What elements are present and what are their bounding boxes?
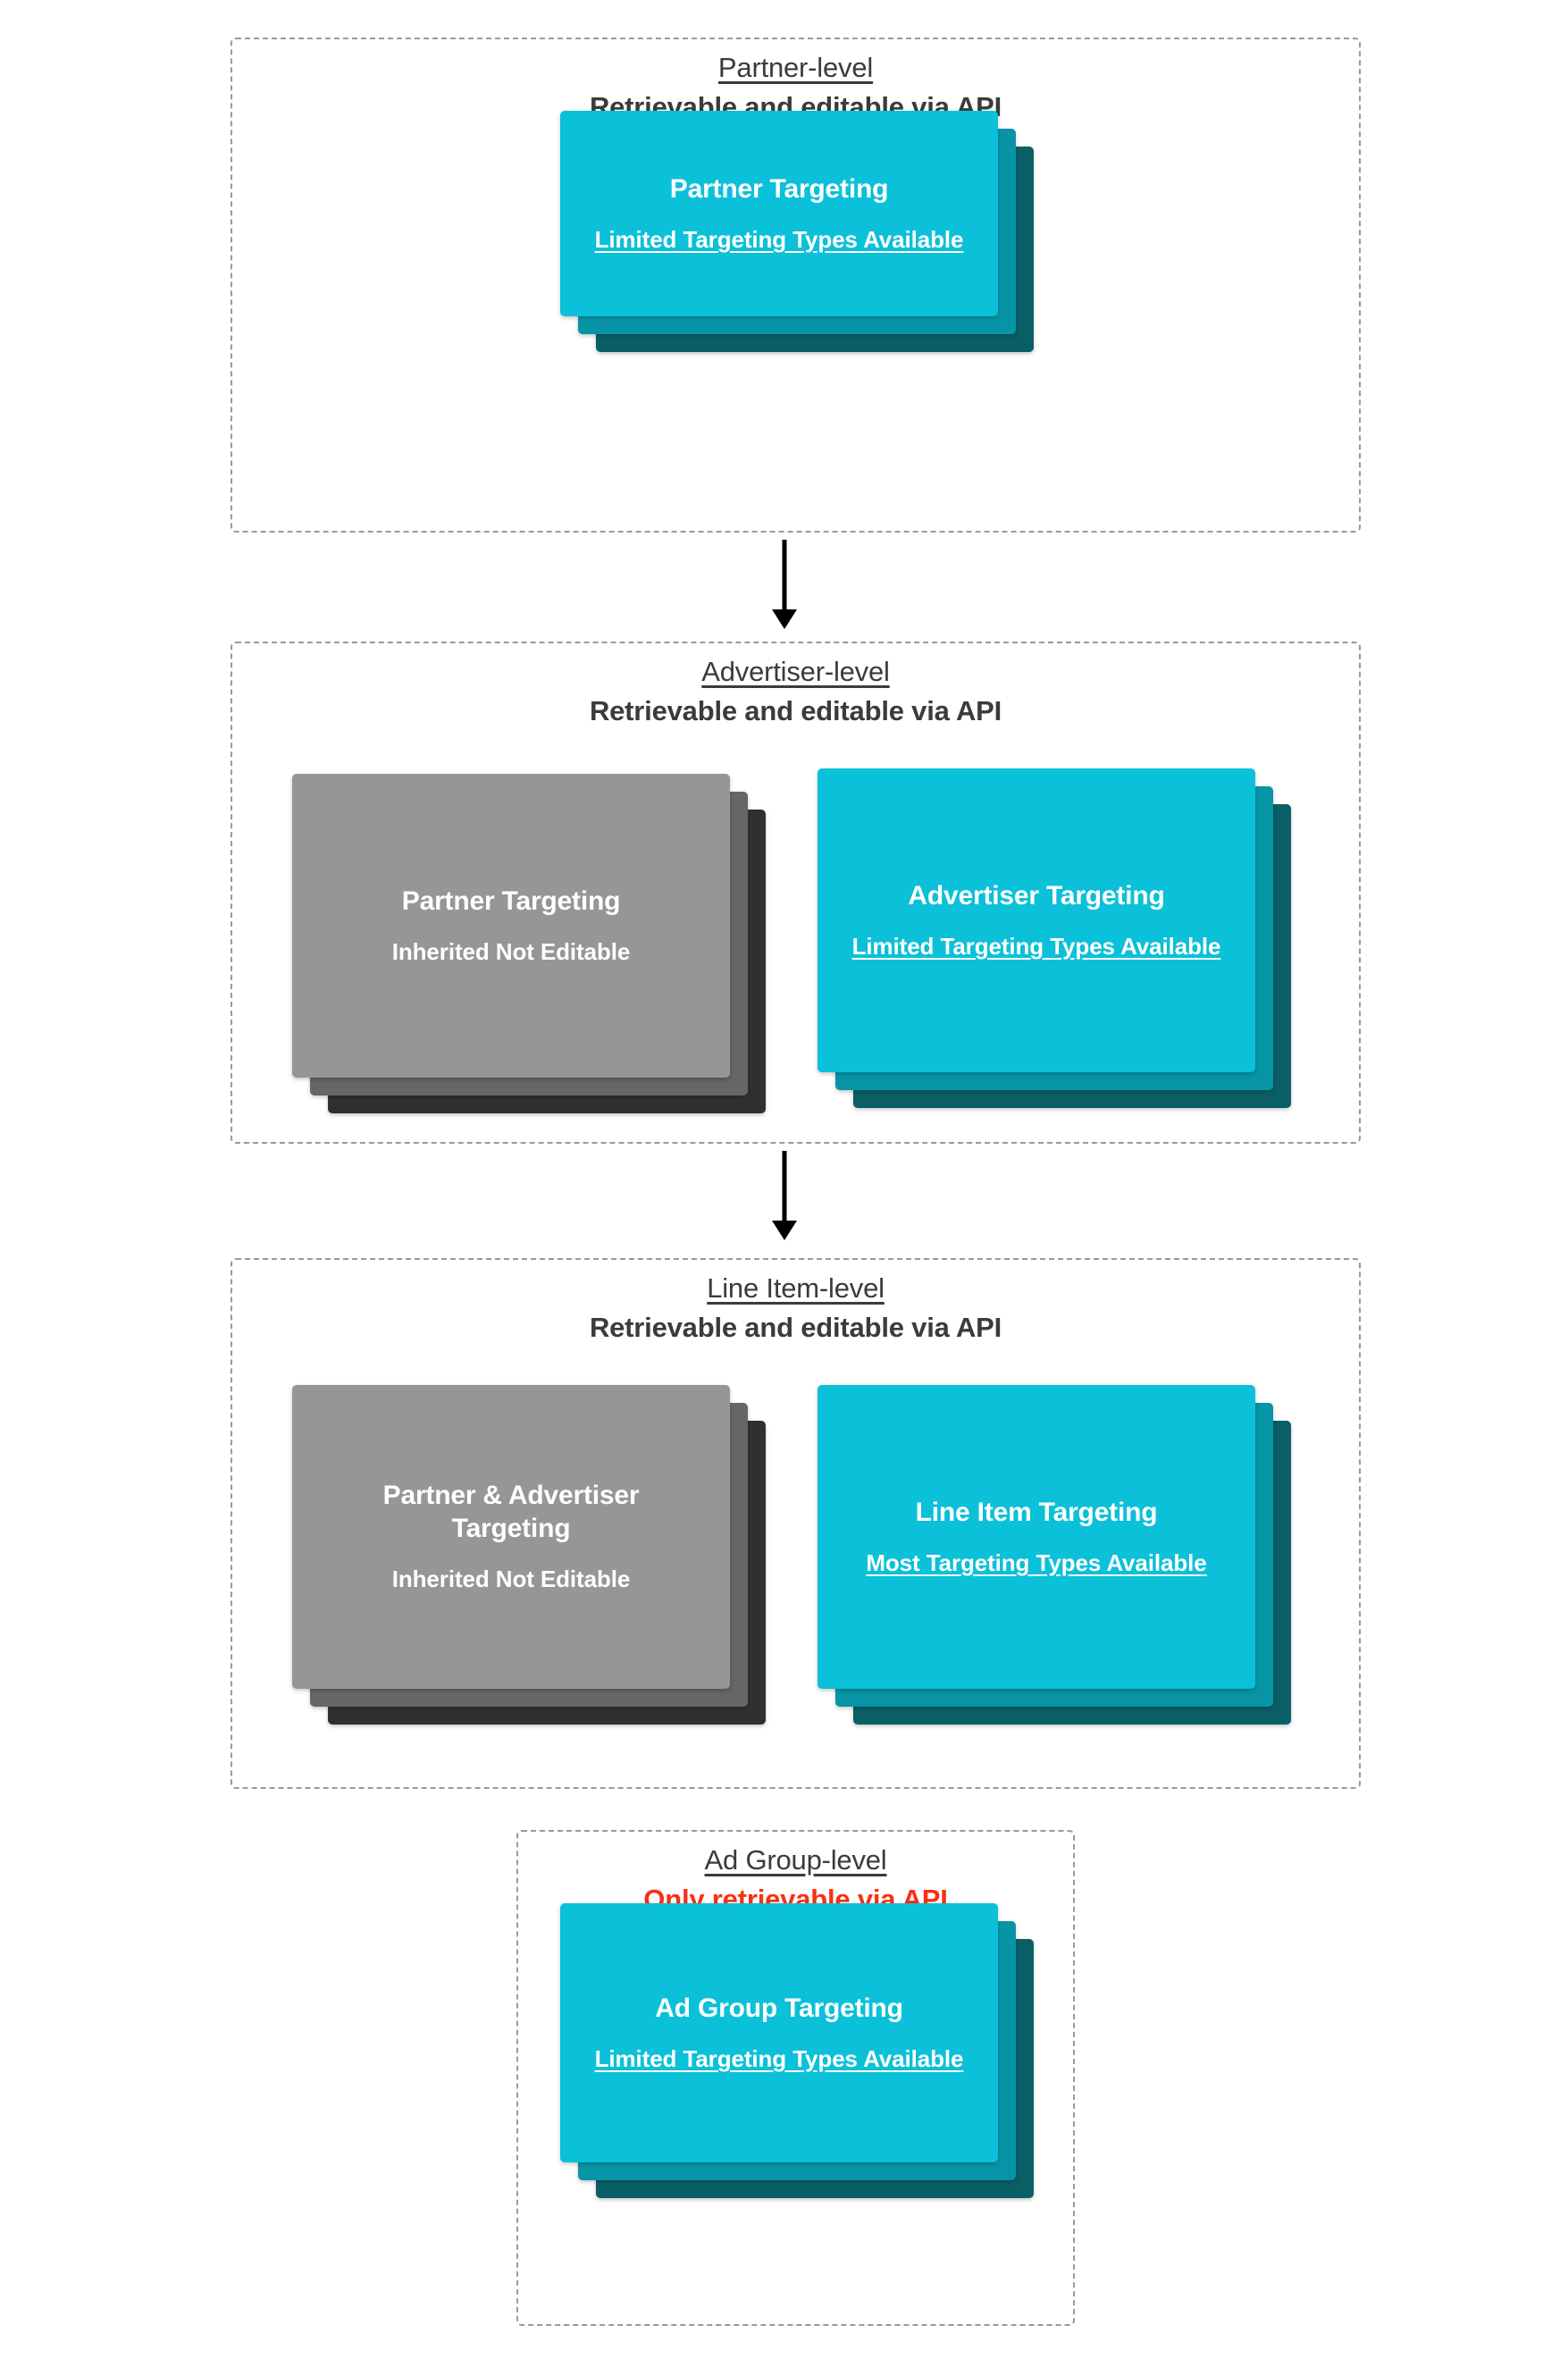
connector-arrowhead	[772, 1221, 797, 1240]
card-subtitle: Limited Targeting Types Available	[594, 2045, 964, 2073]
card-title: Line Item Targeting	[915, 1497, 1158, 1527]
card-layer-front: Ad Group Targeting Limited Targeting Typ…	[560, 1903, 998, 2162]
card-layer-front: Advertiser Targeting Limited Targeting T…	[818, 768, 1255, 1072]
card-subtitle: Inherited Not Editable	[391, 1565, 631, 1593]
card-title: Partner Targeting	[669, 173, 889, 204]
connector-shaft	[782, 540, 787, 609]
card-title: Ad Group Targeting	[655, 1993, 903, 2023]
card-subtitle: Limited Targeting Types Available	[851, 933, 1221, 961]
card-layer-front: Partner Targeting Inherited Not Editable	[292, 774, 730, 1078]
level-container-line-item: Line Item-level Retrievable and editable…	[231, 1258, 1361, 1789]
card-stack-advertiser-targeting[interactable]: Advertiser Targeting Limited Targeting T…	[818, 768, 1291, 1108]
level-container-ad-group: Ad Group-level Only retrievable via API …	[516, 1830, 1075, 2326]
card-subtitle: Limited Targeting Types Available	[594, 226, 964, 254]
card-layer-front: Partner & Advertiser Targeting Inherited…	[292, 1385, 730, 1689]
card-title: Advertiser Targeting	[908, 880, 1165, 911]
card-layer-front: Line Item Targeting Most Targeting Types…	[818, 1385, 1255, 1689]
level-title-ad-group: Ad Group-level	[704, 1844, 887, 1876]
level-title-advertiser: Advertiser-level	[701, 656, 890, 687]
card-subtitle: Most Targeting Types Available	[866, 1549, 1207, 1577]
level-api-note-line-item: Retrievable and editable via API	[589, 1311, 1002, 1343]
level-header-line-item: Line Item-level Retrievable and editable…	[232, 1272, 1359, 1344]
level-container-advertiser: Advertiser-level Retrievable and editabl…	[231, 642, 1361, 1144]
card-stack-ad-group-targeting[interactable]: Ad Group Targeting Limited Targeting Typ…	[560, 1903, 1034, 2198]
level-container-partner: Partner-level Retrievable and editable v…	[231, 38, 1361, 533]
level-api-note-advertiser: Retrievable and editable via API	[589, 694, 1002, 726]
card-title: Partner Targeting	[401, 886, 621, 916]
card-stack-line-item-targeting[interactable]: Line Item Targeting Most Targeting Types…	[818, 1385, 1291, 1725]
card-stack-inherited-partner-targeting[interactable]: Partner Targeting Inherited Not Editable	[292, 774, 766, 1113]
level-header-advertiser: Advertiser-level Retrievable and editabl…	[232, 656, 1359, 727]
card-stack-inherited-partner-advertiser-targeting[interactable]: Partner & Advertiser Targeting Inherited…	[292, 1385, 766, 1725]
level-title-partner: Partner-level	[717, 52, 874, 83]
card-layer-front: Partner Targeting Limited Targeting Type…	[560, 111, 998, 316]
connector-arrowhead	[772, 609, 797, 629]
card-title: Partner & Advertiser Targeting	[382, 1481, 640, 1543]
card-stack-partner-targeting[interactable]: Partner Targeting Limited Targeting Type…	[560, 111, 1034, 352]
level-title-line-item: Line Item-level	[707, 1272, 885, 1304]
card-subtitle: Inherited Not Editable	[391, 938, 631, 966]
connector-shaft	[782, 1151, 787, 1221]
